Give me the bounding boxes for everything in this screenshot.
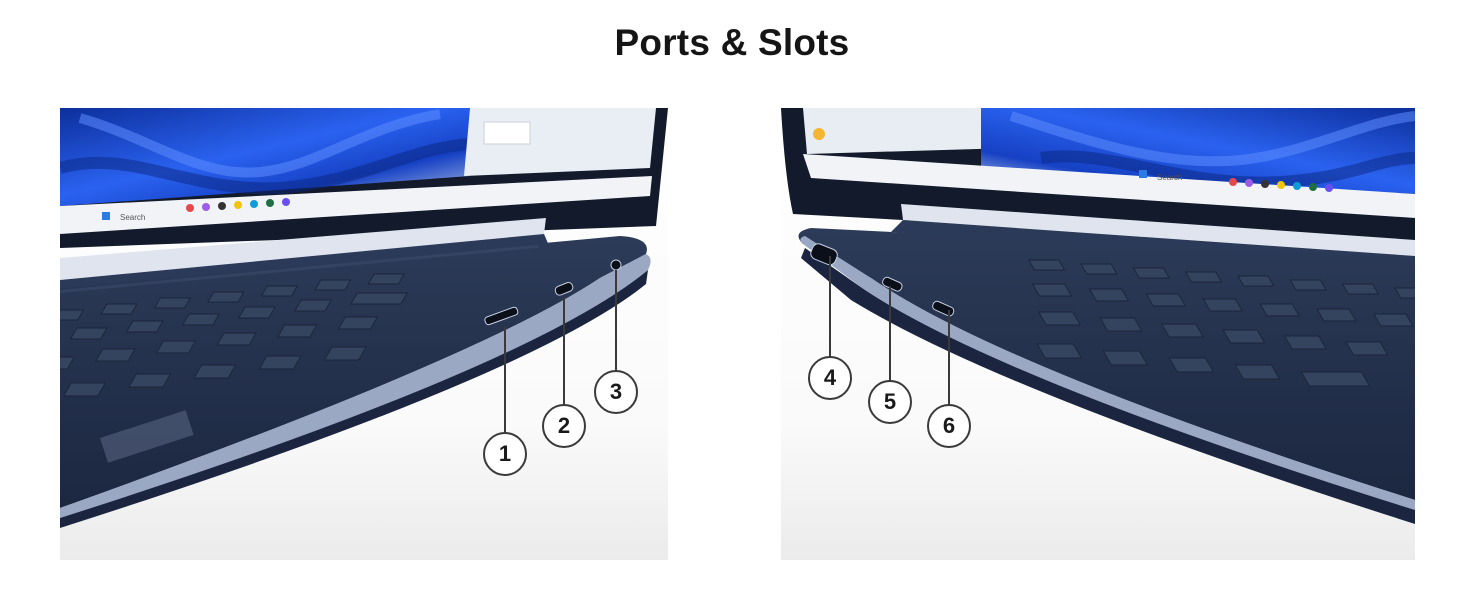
chassis-edge bbox=[60, 254, 651, 518]
window-panel bbox=[803, 108, 1011, 154]
callout-6: 6 bbox=[927, 404, 971, 448]
start-icon bbox=[1139, 170, 1147, 178]
callout-2: 2 bbox=[542, 404, 586, 448]
keyboard-deck bbox=[798, 228, 1415, 500]
leader-line-3 bbox=[615, 270, 617, 372]
callout-5: 5 bbox=[868, 380, 912, 424]
leader-line-4 bbox=[829, 256, 831, 358]
keyboard-deck bbox=[60, 236, 647, 508]
port-1-card-slot bbox=[484, 306, 519, 326]
laptop-left-side-image: Search bbox=[60, 108, 668, 560]
leader-line-2 bbox=[563, 297, 565, 405]
laptop-left-illustration: Search bbox=[60, 108, 668, 528]
start-icon bbox=[102, 212, 110, 220]
page-title: Ports & Slots bbox=[614, 22, 850, 63]
taskbar-search-label: Search bbox=[1157, 173, 1182, 182]
port-2-usb-c bbox=[554, 281, 574, 296]
laptop-right-illustration: Search bbox=[781, 108, 1415, 524]
logo-plate bbox=[100, 410, 194, 463]
taskbar bbox=[60, 176, 652, 234]
weather-icon bbox=[813, 128, 825, 140]
taskbar bbox=[803, 154, 1415, 218]
laptop-right-side-image: Search bbox=[781, 108, 1415, 560]
wallpaper bbox=[981, 108, 1415, 194]
hinge-highlight bbox=[901, 204, 1415, 256]
leader-line-5 bbox=[889, 286, 891, 382]
leader-line-6 bbox=[948, 310, 950, 406]
callout-3: 3 bbox=[594, 370, 638, 414]
leader-line-1 bbox=[504, 326, 506, 434]
port-3-audio-jack bbox=[610, 259, 622, 271]
chassis-edge bbox=[800, 236, 1415, 510]
callout-4: 4 bbox=[808, 356, 852, 400]
taskbar-search-label: Search bbox=[120, 213, 145, 222]
callout-1: 1 bbox=[483, 432, 527, 476]
hinge-highlight bbox=[60, 218, 546, 280]
